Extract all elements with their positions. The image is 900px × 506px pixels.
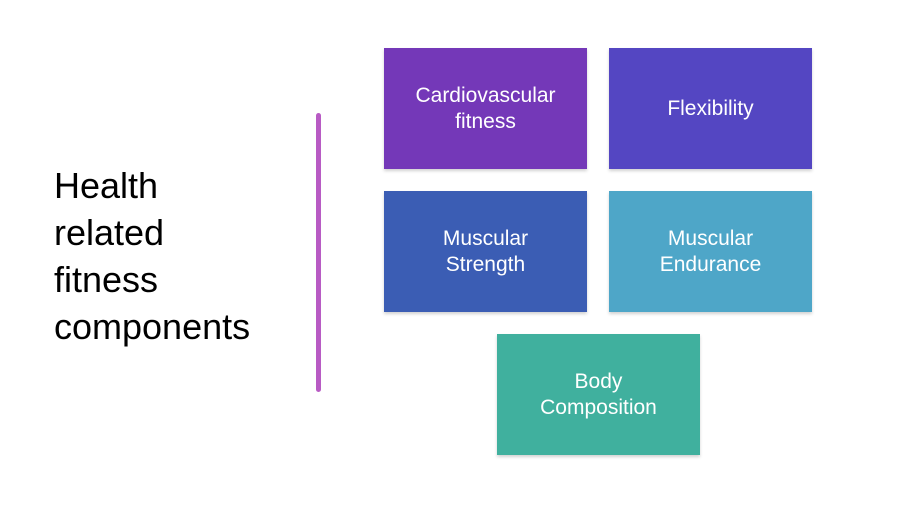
box-label: Muscular <box>442 226 529 250</box>
title-line: fitness <box>54 259 159 300</box>
box-label: Strength <box>445 252 526 276</box>
box-label: Flexibility <box>667 96 754 120</box>
box-label: fitness <box>455 109 516 133</box>
cardiovascular-fitness-box: Cardiovascular fitness <box>384 48 587 169</box>
box-label: Muscular <box>667 226 754 250</box>
box-label: Composition <box>540 395 657 419</box>
muscular-strength-box: Muscular Strength <box>384 191 587 312</box>
box-label: Cardiovascular <box>415 83 556 107</box>
title-line: components <box>54 306 251 347</box>
title-line: related <box>54 212 165 253</box>
vertical-divider <box>316 113 321 392</box>
flexibility-box: Flexibility <box>609 48 812 169</box>
box-label: Endurance <box>659 252 762 276</box>
body-composition-box: Body Composition <box>497 334 700 455</box>
muscular-endurance-box: Muscular Endurance <box>609 191 812 312</box>
box-label: Body <box>574 369 623 393</box>
title-line: Health <box>54 165 159 206</box>
slide-title: Health related fitness components <box>54 162 294 350</box>
